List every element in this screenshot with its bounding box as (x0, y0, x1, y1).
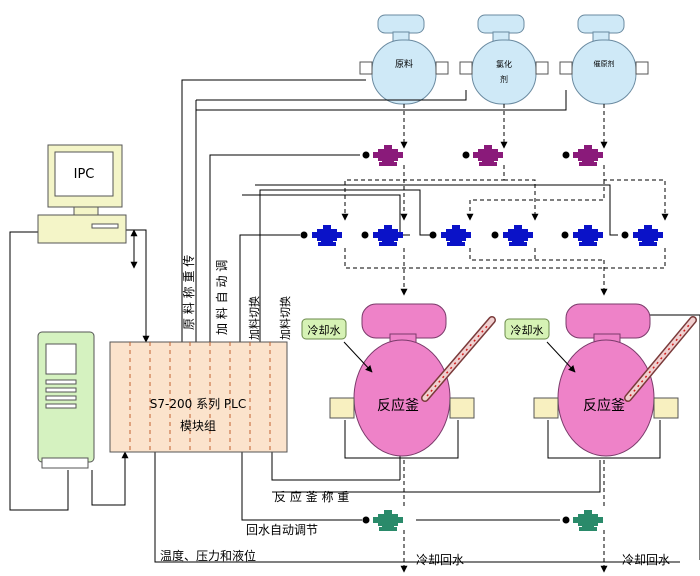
coolant-label-box (301, 318, 347, 340)
valve-icon (429, 225, 471, 246)
valve-icon (362, 145, 403, 166)
ipc-computer: IPC (37, 144, 127, 244)
storage-tank-catalyst: 催原剂 (559, 14, 649, 105)
tank-label-catalyst: 催原剂 (594, 59, 615, 68)
valve-icon (462, 145, 503, 166)
thermometer-icon (624, 316, 697, 402)
label-feed-auto: 加 料 自 动 调 (215, 260, 229, 335)
label-feed-switch-2: 加料切换 (278, 296, 292, 340)
label-reactor-weigh: 反 应 釜 称 重 (274, 489, 349, 504)
plc-module: S7-200 系列 PLC 模块组 (109, 341, 288, 453)
material-lines (341, 104, 669, 573)
label-cooling-return-1: 冷却回水 (416, 553, 464, 567)
label-raw-weigh: 原 料 称 重 传 (181, 255, 196, 330)
valve-icon (362, 510, 403, 531)
label-sensors: 温度、压力和液位 (160, 548, 256, 563)
valve-row-return (362, 510, 603, 531)
valve-icon (561, 225, 603, 246)
ipc-label: IPC (74, 167, 95, 182)
valve-icon (562, 145, 603, 166)
valve-icon (361, 225, 403, 246)
label-feed-switch-1: 加料切换 (247, 296, 261, 340)
tank-label-raw: 原料 (395, 58, 413, 70)
valve-icon (562, 510, 603, 531)
valve-icon (300, 225, 342, 246)
storage-tank-chlorinating: 氯化 剂 (459, 14, 549, 105)
valve-row-catalyst (362, 145, 603, 166)
signal-lines (9, 79, 700, 563)
plc-subtitle: 模块组 (180, 419, 216, 433)
plc-title: S7-200 系列 PLC (150, 397, 246, 411)
reactor-label: 反应釜 (377, 397, 419, 414)
thermometer-icon (421, 316, 496, 402)
valve-row-feed (300, 225, 663, 246)
storage-tank-raw: 原料 (359, 14, 449, 105)
coolant-label-box (504, 318, 550, 340)
coolant-label: 冷却水 (308, 324, 341, 337)
tank-label-chlorinating-bottom: 剂 (500, 74, 508, 84)
label-return-auto: 回水自动调节 (246, 523, 318, 537)
coolant-label: 冷却水 (511, 324, 544, 337)
terminal-device (37, 331, 95, 469)
valve-icon (491, 225, 533, 246)
reactor-label: 反应釜 (583, 397, 625, 414)
reactor-1: 反应釜 冷却水 (301, 303, 496, 457)
valve-icon (621, 225, 663, 246)
label-cooling-return-2: 冷却回水 (622, 553, 670, 567)
tank-label-chlorinating-top: 氯化 (496, 59, 512, 69)
reactor-2: 反应釜 冷却水 (504, 303, 697, 457)
